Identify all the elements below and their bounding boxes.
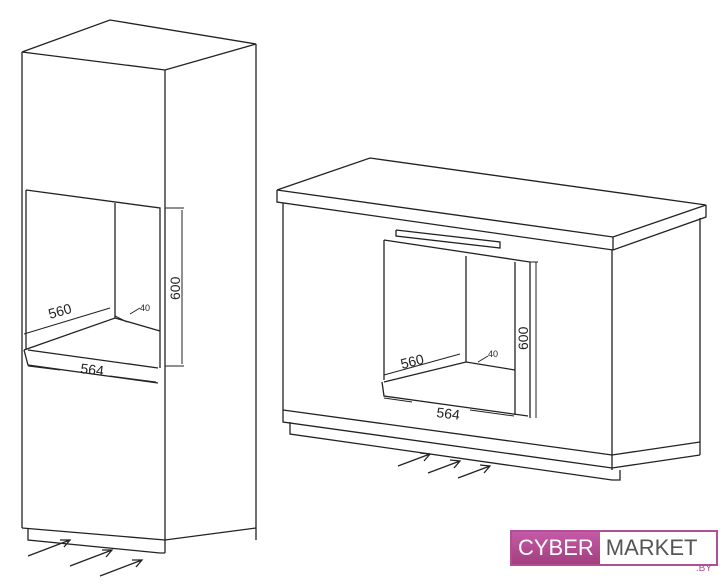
- airflow-arrows-left: [27, 539, 144, 577]
- logo-suffix: .BY: [695, 563, 712, 574]
- logo-part-cyber: CYBER: [512, 532, 600, 564]
- dim-560-left: 560: [46, 300, 73, 322]
- dim-600-left: 600: [167, 276, 183, 300]
- dim-40-right: 40: [488, 349, 498, 359]
- airflow-arrows-right: [397, 452, 492, 479]
- logo-part-market: MARKET: [599, 532, 716, 564]
- dim-564-left: 564: [80, 360, 105, 379]
- dim-564-right: 564: [436, 404, 461, 423]
- left-cabinet: 560 564 600 40: [21, 19, 257, 554]
- dim-560-right: 560: [399, 351, 426, 372]
- dim-600-right: 600: [515, 326, 531, 350]
- cybermarket-logo: CYBER MARKET .BY: [510, 530, 718, 574]
- right-cabinet: 560 564 600 40: [276, 157, 707, 481]
- dim-40-left: 40: [140, 303, 150, 313]
